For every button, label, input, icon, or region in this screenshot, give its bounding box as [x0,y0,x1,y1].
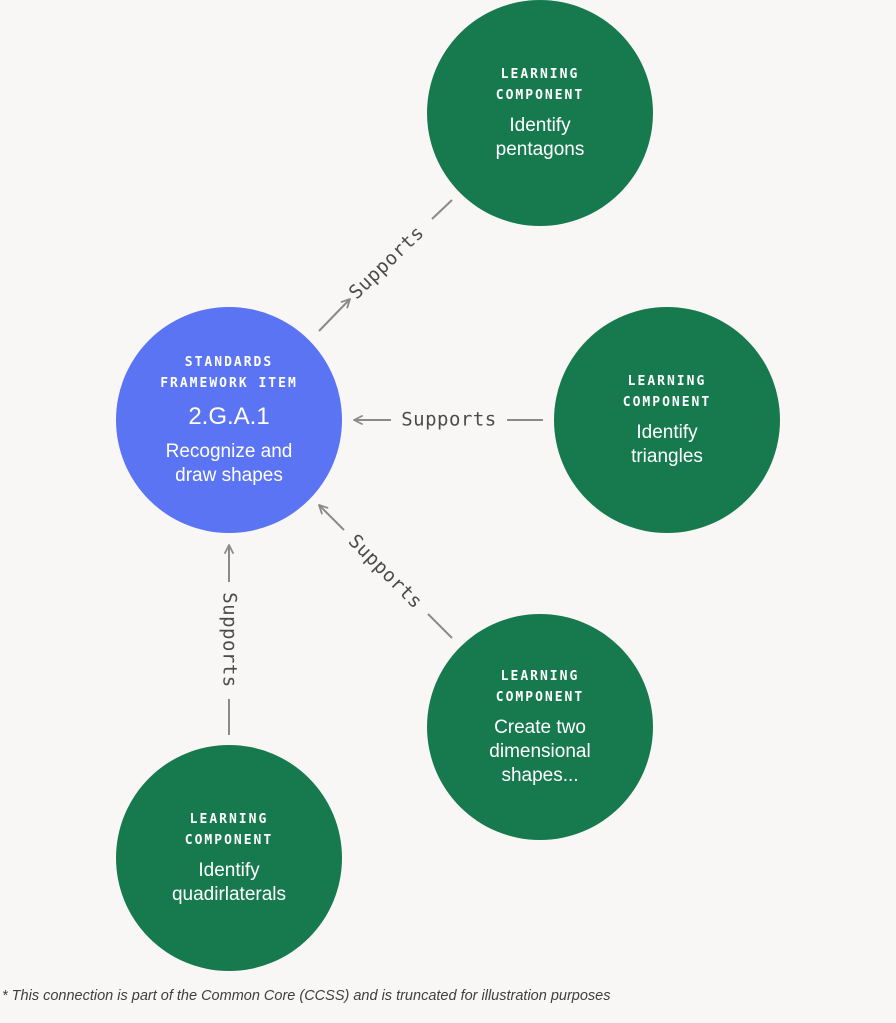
node-kicker: LEARNING COMPONENT [184,812,274,848]
node-title: Create two dimensional shapes... [489,717,591,786]
edge-label-triangles: Supports [401,409,497,431]
footnote: * This connection is part of the Common … [2,988,611,1004]
edge-triangles: Supports [353,409,543,431]
edge-shapes: Supports [318,504,453,639]
standards-framework-node[interactable]: STANDARDS FRAMEWORK ITEM 2.G.A.1 Recogni… [116,307,342,533]
edge-label-quadrilaterals: Supports [219,592,241,688]
node-title: Recognize and draw shapes [165,441,293,486]
learning-component-node-triangles[interactable]: LEARNING COMPONENT Identify triangles [554,307,780,533]
node-title: Identify quadirlaterals [171,860,287,905]
node-title: Identify triangles [631,422,703,467]
edge-quadrilaterals: Supports [219,544,241,735]
edge-label-shapes: Supports [344,530,427,613]
node-title: Identify pentagons [495,115,585,160]
learning-component-node-shapes[interactable]: LEARNING COMPONENT Create two dimensiona… [427,614,653,840]
node-kicker: LEARNING COMPONENT [495,67,585,103]
edge-pentagons: Supports [318,199,453,332]
standard-code: 2.G.A.1 [188,403,270,430]
node-kicker: STANDARDS FRAMEWORK ITEM [160,355,298,391]
node-kicker: LEARNING COMPONENT [495,669,585,705]
node-kicker: LEARNING COMPONENT [622,374,712,410]
learning-component-node-quadrilaterals[interactable]: LEARNING COMPONENT Identify quadirlatera… [116,745,342,971]
edge-label-pentagons: Supports [345,222,429,304]
learning-component-node-pentagons[interactable]: LEARNING COMPONENT Identify pentagons [427,0,653,226]
